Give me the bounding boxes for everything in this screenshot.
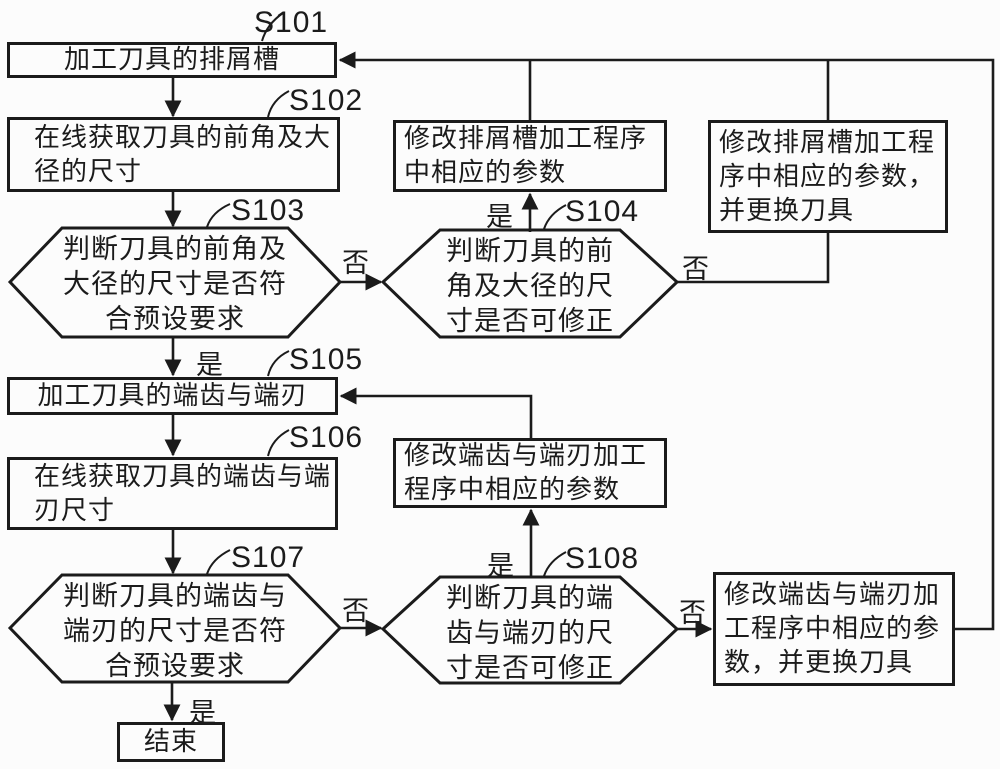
step-label-s104: S104 [565,195,640,228]
edge-label-s107-yes: 是 [189,698,216,728]
process-s102: 在线获取刀具的前角及大 径的尺寸 [7,117,340,192]
step-label-s102: S102 [289,84,364,117]
edge-label-s104-yes: 是 [486,202,513,232]
decision-s107-text: 判断刀具的端齿与 端刃的尺寸是否符 合预设要求 [63,581,287,681]
process-s105: 加工刀具的端齿与端刃 [7,377,338,415]
step-label-s105: S105 [289,343,364,376]
leader-s108 [543,551,567,577]
process-fix-end-program-and-tool: 修改端齿与端刃加 工程序中相应的参 数，并更换刀具 [713,572,955,686]
leader-s104 [543,204,567,230]
decision-s108-text: 判断刀具的端 齿与端刃的尺 寸是否可修正 [446,583,614,683]
edge-label-s103-no: 否 [342,248,369,278]
step-label-s107: S107 [231,541,306,574]
edge-label-s108-yes: 是 [487,551,514,581]
decision-s104-text: 判断刀具的前 角及大径的尺 寸是否可修正 [446,236,614,336]
process-fix-flute-program: 修改排屑槽加工程序 中相应的参数 [393,120,667,192]
edge-fix-end-to-s105 [339,387,533,438]
edge-loop-to-s101 [338,51,995,631]
step-label-s106: S106 [289,421,364,454]
process-s101: 加工刀具的排屑槽 [7,42,337,78]
leader-s102 [267,90,290,118]
step-label-s103: S103 [231,194,306,227]
leader-s106 [267,429,290,457]
edge-label-s107-no: 否 [342,596,369,626]
process-s106: 在线获取刀具的端齿与端 刃尺寸 [7,457,338,530]
process-fix-end-program: 修改端齿与端刃加工 程序中相应的参数 [393,438,667,508]
leader-s105 [267,350,290,377]
edge-s104-no-to-fix-flute-tool [677,233,830,284]
process-fix-flute-program-and-tool: 修改排屑槽加工程 序中相应的参数， 并更换刀具 [708,120,948,233]
edge-label-s103-yes: 是 [196,350,223,380]
edge-label-s104-no: 否 [682,254,709,284]
leader-s107 [206,549,231,575]
decision-s103-text: 判断刀具的前角及 大径的尺寸是否符 合预设要求 [63,234,287,334]
step-label-s101: S101 [254,6,329,39]
terminal-end: 结束 [117,722,225,762]
leader-s103 [206,203,231,228]
edge-label-s108-no: 否 [679,598,706,628]
step-label-s108: S108 [565,542,640,575]
leader-s101 [261,12,284,42]
